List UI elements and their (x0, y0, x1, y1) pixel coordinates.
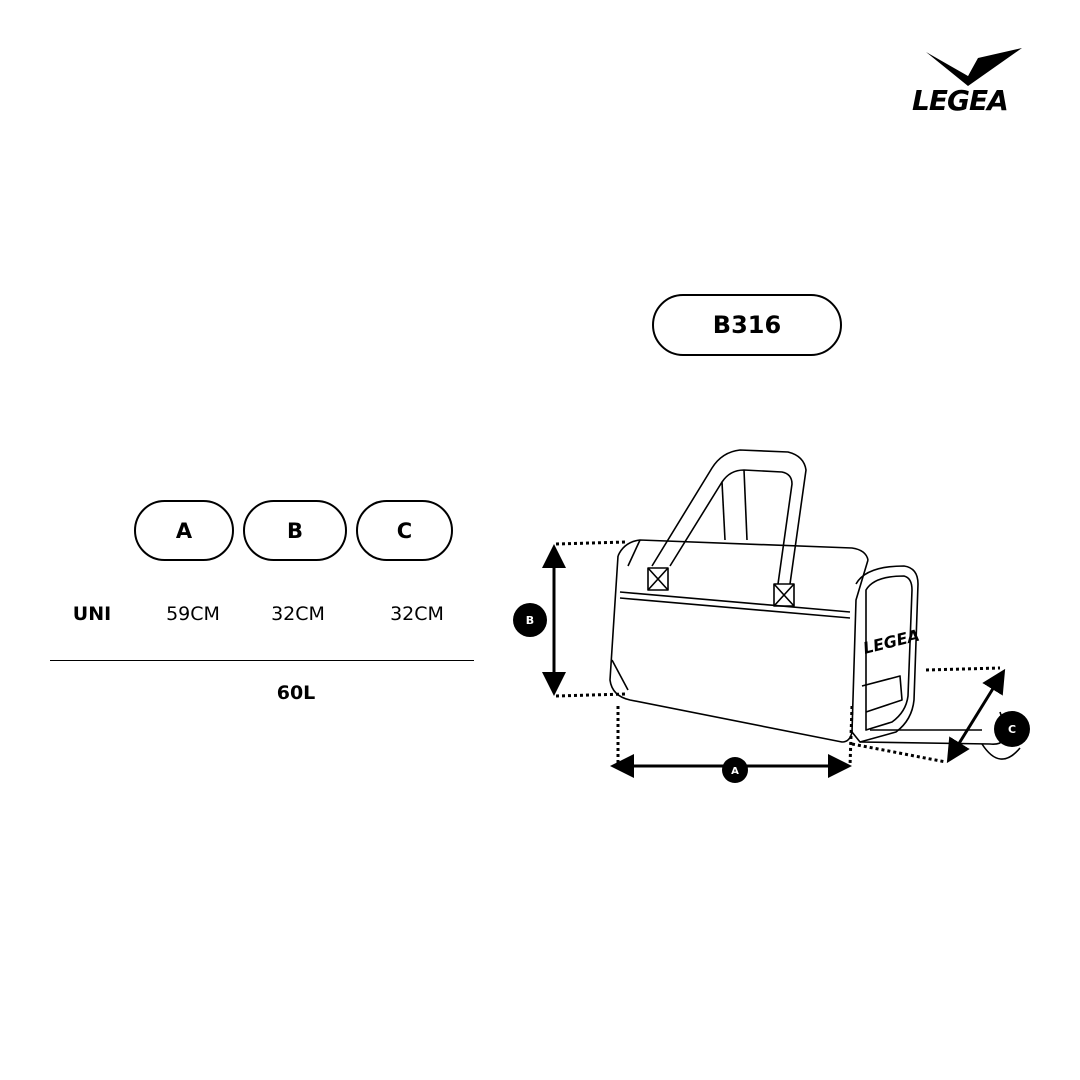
legea-logo-text: LEGEA (912, 84, 1009, 117)
value-b: 32CM (271, 603, 325, 625)
column-header-b: B (243, 500, 347, 561)
label-b: B (526, 614, 534, 627)
product-code: B316 (712, 311, 782, 339)
column-header-c: C (356, 500, 453, 561)
capacity-value: 60L (276, 682, 316, 704)
label-badge-a (722, 757, 748, 783)
bag-logo-text: LEGEA (861, 626, 921, 658)
label-badge-c (994, 711, 1030, 747)
label-a: A (731, 766, 739, 777)
value-a: 59CM (166, 603, 220, 625)
row-label-uni: UNI (72, 603, 112, 625)
label-c: C (1008, 723, 1016, 736)
product-code-badge: B316 (652, 294, 842, 356)
bag-dimension-diagram: LEGEA B A C (513, 449, 1030, 783)
table-divider (50, 660, 474, 661)
value-c: 32CM (390, 603, 444, 625)
label-badge-b (513, 603, 547, 637)
column-header-a: A (134, 500, 234, 561)
legea-logo-mark (926, 48, 1022, 86)
